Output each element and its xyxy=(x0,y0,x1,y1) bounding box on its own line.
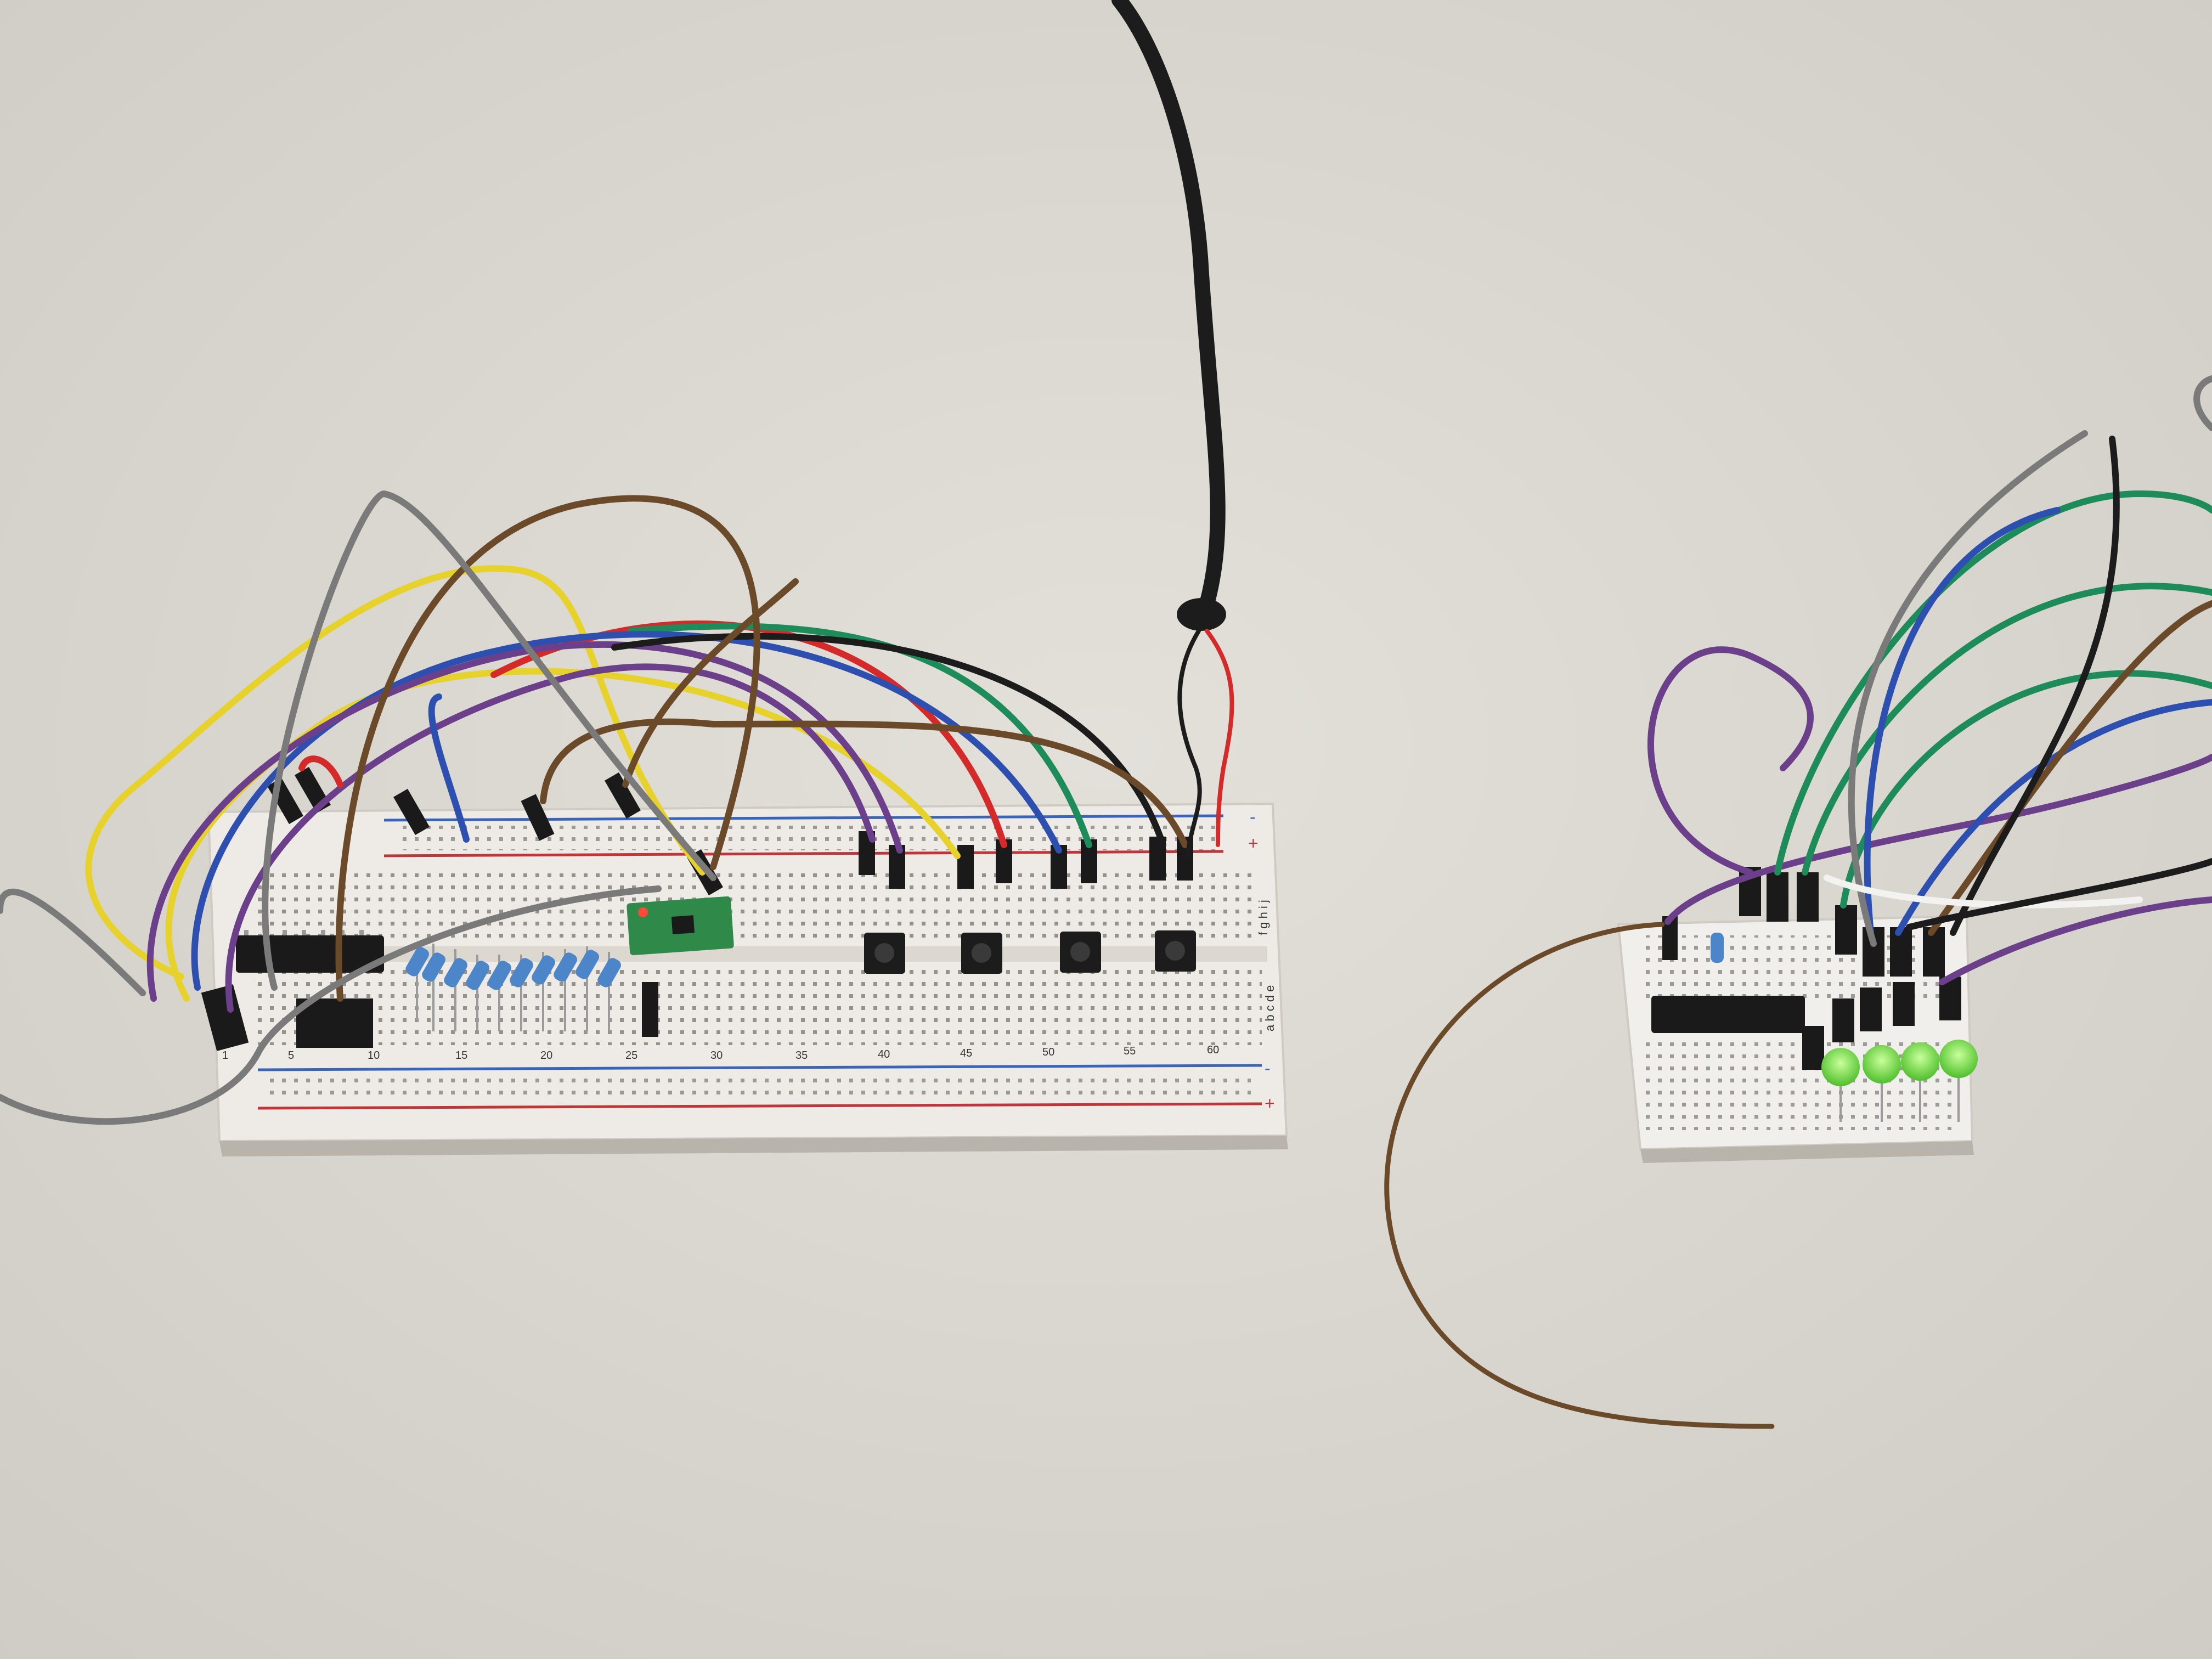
wire-purple xyxy=(146,641,903,1002)
resistor-array xyxy=(405,944,621,1031)
column-number: 25 xyxy=(625,1049,637,1062)
wire-blue xyxy=(191,631,1062,991)
power-lead-red xyxy=(1205,629,1234,847)
column-number: 10 xyxy=(368,1049,380,1062)
wire-black-2 xyxy=(1906,858,2212,930)
led-4 xyxy=(1939,1040,1978,1122)
wire-gray-2 xyxy=(0,888,146,996)
loose-wire-brown xyxy=(1384,922,1775,1429)
column-number: 35 xyxy=(795,1049,808,1062)
column-number: 20 xyxy=(540,1049,552,1062)
wire-brown-2 xyxy=(540,718,1188,848)
wire-gray xyxy=(1848,430,2088,947)
breadboard-shadow xyxy=(219,1136,1288,1156)
column-number: 60 xyxy=(1207,1044,1219,1056)
rf-module-chip xyxy=(671,915,695,935)
rail-minus-bottom: - xyxy=(1265,1058,1271,1078)
wire-red-short xyxy=(298,755,343,788)
small-breadboard-shadow xyxy=(1640,1141,1974,1163)
terminal-holes-bottom xyxy=(252,966,1262,1045)
column-number: 1 xyxy=(222,1049,228,1062)
wire-gray-2 xyxy=(2193,375,2212,431)
led-2 xyxy=(1863,1045,1901,1122)
column-number: 50 xyxy=(1042,1046,1054,1058)
wire-blue-short xyxy=(428,693,470,843)
column-number: 55 xyxy=(1124,1045,1136,1057)
power-lead-black xyxy=(1177,629,1202,858)
wire-purple xyxy=(1647,646,1814,876)
rail-blue-bottom xyxy=(257,1064,1262,1071)
push-button-2 xyxy=(961,933,1002,974)
resistor xyxy=(597,952,621,1031)
small-resistor xyxy=(1711,933,1724,963)
column-number: 5 xyxy=(288,1049,294,1062)
wire-bundle-small xyxy=(1647,375,2212,985)
resistor xyxy=(422,944,445,1031)
column-numbers: 1 5 10 15 20 25 30 35 40 45 50 55 60 xyxy=(222,1044,1219,1062)
resistor xyxy=(510,955,533,1031)
wire-purple-2 xyxy=(1664,754,2212,925)
wire-blue-2 xyxy=(1895,699,2212,936)
wire-bundle-large xyxy=(0,490,1188,1125)
resistor xyxy=(488,955,511,1031)
wire-green xyxy=(1774,490,2212,876)
large-breadboard: + - - + a b c d e f g h i j 1 5 10 15 20… xyxy=(0,490,1288,1156)
power-cable-jacket xyxy=(1111,0,1226,611)
column-number: 15 xyxy=(455,1049,467,1062)
wire-gray xyxy=(262,490,716,991)
wire-white xyxy=(1824,874,2143,909)
wire-blue xyxy=(1864,507,2061,936)
resistor xyxy=(466,955,489,1031)
column-number: 40 xyxy=(878,1048,890,1060)
wire-purple-3 xyxy=(1939,896,2212,985)
rail-red-bottom xyxy=(257,1102,1262,1110)
rail-blue-top xyxy=(383,814,1224,822)
rail-minus-top: - xyxy=(1250,807,1256,827)
row-letters-bottom: a b c d e xyxy=(1263,985,1277,1031)
push-button-1 xyxy=(864,933,905,974)
push-button-4 xyxy=(1155,930,1196,972)
wire-black xyxy=(611,633,1166,848)
wire-green-2 xyxy=(1802,583,2212,876)
column-number: 30 xyxy=(710,1049,723,1062)
wire-gray-3 xyxy=(0,885,662,1125)
rail-holes-bottom xyxy=(263,1076,1251,1101)
ic-chip xyxy=(236,935,384,973)
column-number: 45 xyxy=(960,1047,972,1059)
resistor xyxy=(444,949,467,1031)
row-letters-top: f g h i j xyxy=(1256,900,1270,935)
wire-brown xyxy=(335,495,760,1002)
small-breadboard xyxy=(1617,375,2212,1163)
led-1 xyxy=(1821,1048,1860,1122)
terminal-holes-top xyxy=(252,867,1256,941)
rail-plus-bottom: + xyxy=(1265,1093,1275,1113)
resistor xyxy=(405,944,429,1020)
resistor xyxy=(575,946,599,1031)
power-cable-strain-relief xyxy=(1177,598,1226,631)
wire-black xyxy=(1950,436,2120,936)
rf-module-led xyxy=(638,907,648,917)
wire-brown-3 xyxy=(622,578,799,788)
led-3 xyxy=(1901,1042,1939,1122)
wire-green-3 xyxy=(1840,670,2212,909)
power-cable xyxy=(1111,0,1234,858)
rail-plus-top: + xyxy=(1248,833,1259,853)
small-ic-chip xyxy=(1651,996,1805,1033)
resistor xyxy=(532,952,555,1031)
push-button-3 xyxy=(1060,932,1101,973)
wire-brown xyxy=(1928,600,2212,936)
small-terminal-holes-bottom xyxy=(1646,1037,1953,1130)
resistor xyxy=(554,949,577,1031)
